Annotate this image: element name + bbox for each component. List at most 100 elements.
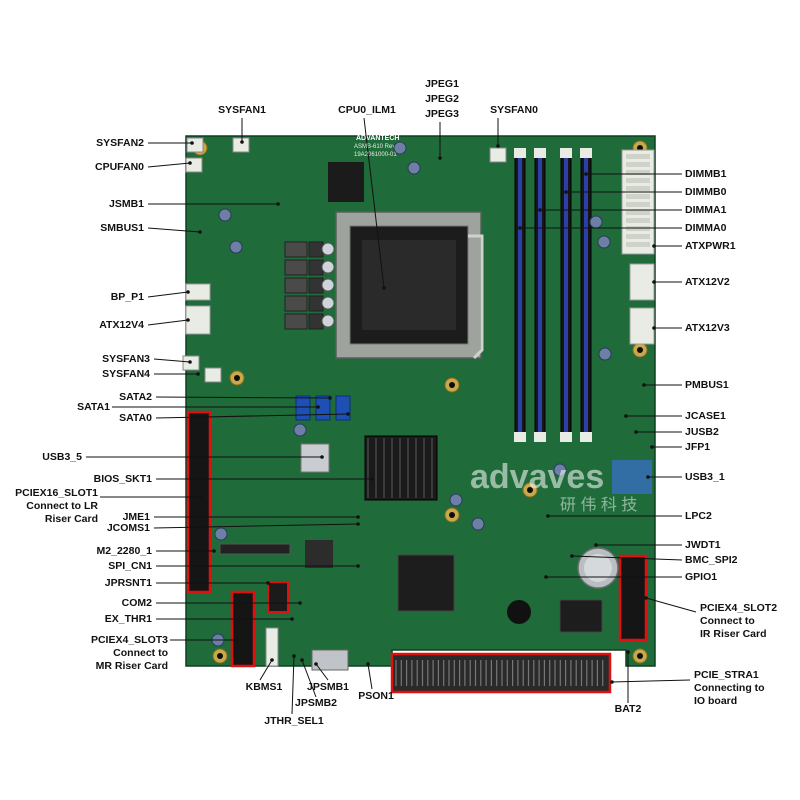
leader-dot [624, 414, 628, 418]
chip [559, 599, 603, 633]
label-jwdt1: JWDT1 [685, 539, 721, 551]
vrm-choke [284, 313, 308, 330]
leader-line [259, 659, 273, 681]
vrm-choke [284, 259, 308, 276]
leader-dot [240, 140, 244, 144]
leader-dot [366, 662, 370, 666]
silkscreen-partno: 19A2061000-01 [354, 152, 397, 158]
leader-dot [584, 172, 588, 176]
label-sata0: SATA0 [119, 412, 152, 424]
atx-pin-row [626, 170, 650, 175]
label-pson1: PSON1 [358, 690, 394, 702]
leader-dot [642, 383, 646, 387]
label-dimma1: DIMMA1 [685, 204, 727, 216]
atx12v2-connector [629, 263, 655, 301]
dimm-latch [560, 432, 572, 442]
label-sysfan0: SYSFAN0 [490, 104, 538, 116]
label-atx12v3: ATX12V3 [685, 322, 730, 334]
label-pciex16-slot1: PCIEX16_SLOT1 Connect to LR Riser Card [15, 487, 98, 525]
leader-dot [564, 190, 568, 194]
label-jme1: JME1 [122, 511, 150, 523]
label-jthr-sel1: JTHR_SEL1 [264, 715, 324, 727]
leader-dot [290, 617, 294, 621]
dimm-latch [560, 148, 572, 158]
label-cpu0-ilm1: CPU0_ILM1 [338, 104, 396, 116]
label-jpeg3: JPEG3 [425, 108, 459, 120]
label-jpsmb2: JPSMB2 [294, 697, 337, 709]
label-sysfan1: SYSFAN1 [218, 104, 266, 116]
leader-line [155, 396, 331, 399]
kbms1-connector [265, 627, 279, 667]
fan-header [186, 137, 204, 153]
leader-dot [370, 477, 374, 481]
leader-dot [570, 554, 574, 558]
label-jpeg2: JPEG2 [425, 93, 459, 105]
fan-header [489, 147, 507, 163]
mounting-hole-center [449, 512, 455, 518]
label-jpeg1: JPEG1 [425, 78, 459, 90]
leader-dot [438, 156, 442, 160]
label-spi-cn1: SPI_CN1 [108, 560, 152, 572]
vrm-mosfet [308, 295, 324, 312]
capacitor [293, 423, 307, 437]
leader-dot [356, 564, 360, 568]
atx-pin-row [626, 186, 650, 191]
leader-dot [652, 326, 656, 330]
leader-dot [646, 475, 650, 479]
leader-dot [186, 290, 190, 294]
label-jsmb1: JSMB1 [108, 198, 144, 210]
leader-dot [626, 650, 630, 654]
dimm-latch [580, 148, 592, 158]
label-smbus1: SMBUS1 [100, 222, 144, 234]
atx-pin-row [626, 218, 650, 223]
label-dimmb1: DIMMB1 [685, 168, 727, 180]
leader-dot [652, 244, 656, 248]
leader-dot [270, 658, 274, 662]
leader-dot [594, 543, 598, 547]
dimm-latch [534, 432, 546, 442]
label-cpufan0: CPUFAN0 [94, 161, 144, 173]
capacitor [218, 208, 232, 222]
m2-2280-1-slot [219, 543, 291, 555]
leader-line [363, 117, 385, 289]
capacitor [553, 463, 567, 477]
watermark-latin: advaves [470, 458, 604, 496]
leader-dot [328, 396, 332, 400]
leader-line [315, 663, 329, 681]
label-bat2: BAT2 [614, 703, 642, 715]
leader-line [153, 358, 191, 363]
leader-dot [300, 658, 304, 662]
atx-pin-row [626, 154, 650, 159]
leader-dot [266, 581, 270, 585]
mounting-hole-center [217, 653, 223, 659]
label-sata1: SATA1 [77, 401, 110, 413]
bmc-chip [397, 554, 455, 612]
leader-dot [276, 202, 280, 206]
leader-dot [298, 601, 302, 605]
leader-dot [518, 226, 522, 230]
label-jusb2: JUSB2 [685, 426, 719, 438]
atx-pin-row [626, 178, 650, 183]
capacitor [449, 493, 463, 507]
leader-line [367, 663, 373, 690]
label-com2: COM2 [121, 597, 152, 609]
leader-line [291, 655, 295, 715]
leader-dot [650, 445, 654, 449]
leader-dot [496, 144, 500, 148]
atx-pin-row [626, 202, 650, 207]
label-dimmb0: DIMMB0 [685, 186, 727, 198]
leader-dot [234, 638, 238, 642]
chip [305, 540, 333, 568]
pcie-stra1-edge [390, 652, 612, 694]
vrm-mosfet [308, 277, 324, 294]
label-ex-thr1: EX_THR1 [104, 613, 152, 625]
fan-header [204, 367, 222, 383]
cpu-retention-lever [468, 234, 484, 360]
label-bios-skt1: BIOS_SKT1 [93, 473, 152, 485]
label-usb3-1: USB3_1 [685, 471, 725, 483]
leader-dot [212, 549, 216, 553]
leader-line [611, 679, 691, 683]
label-pmbus1: PMBUS1 [685, 379, 729, 391]
capacitor [214, 527, 228, 541]
atx12v3-connector [629, 307, 655, 345]
